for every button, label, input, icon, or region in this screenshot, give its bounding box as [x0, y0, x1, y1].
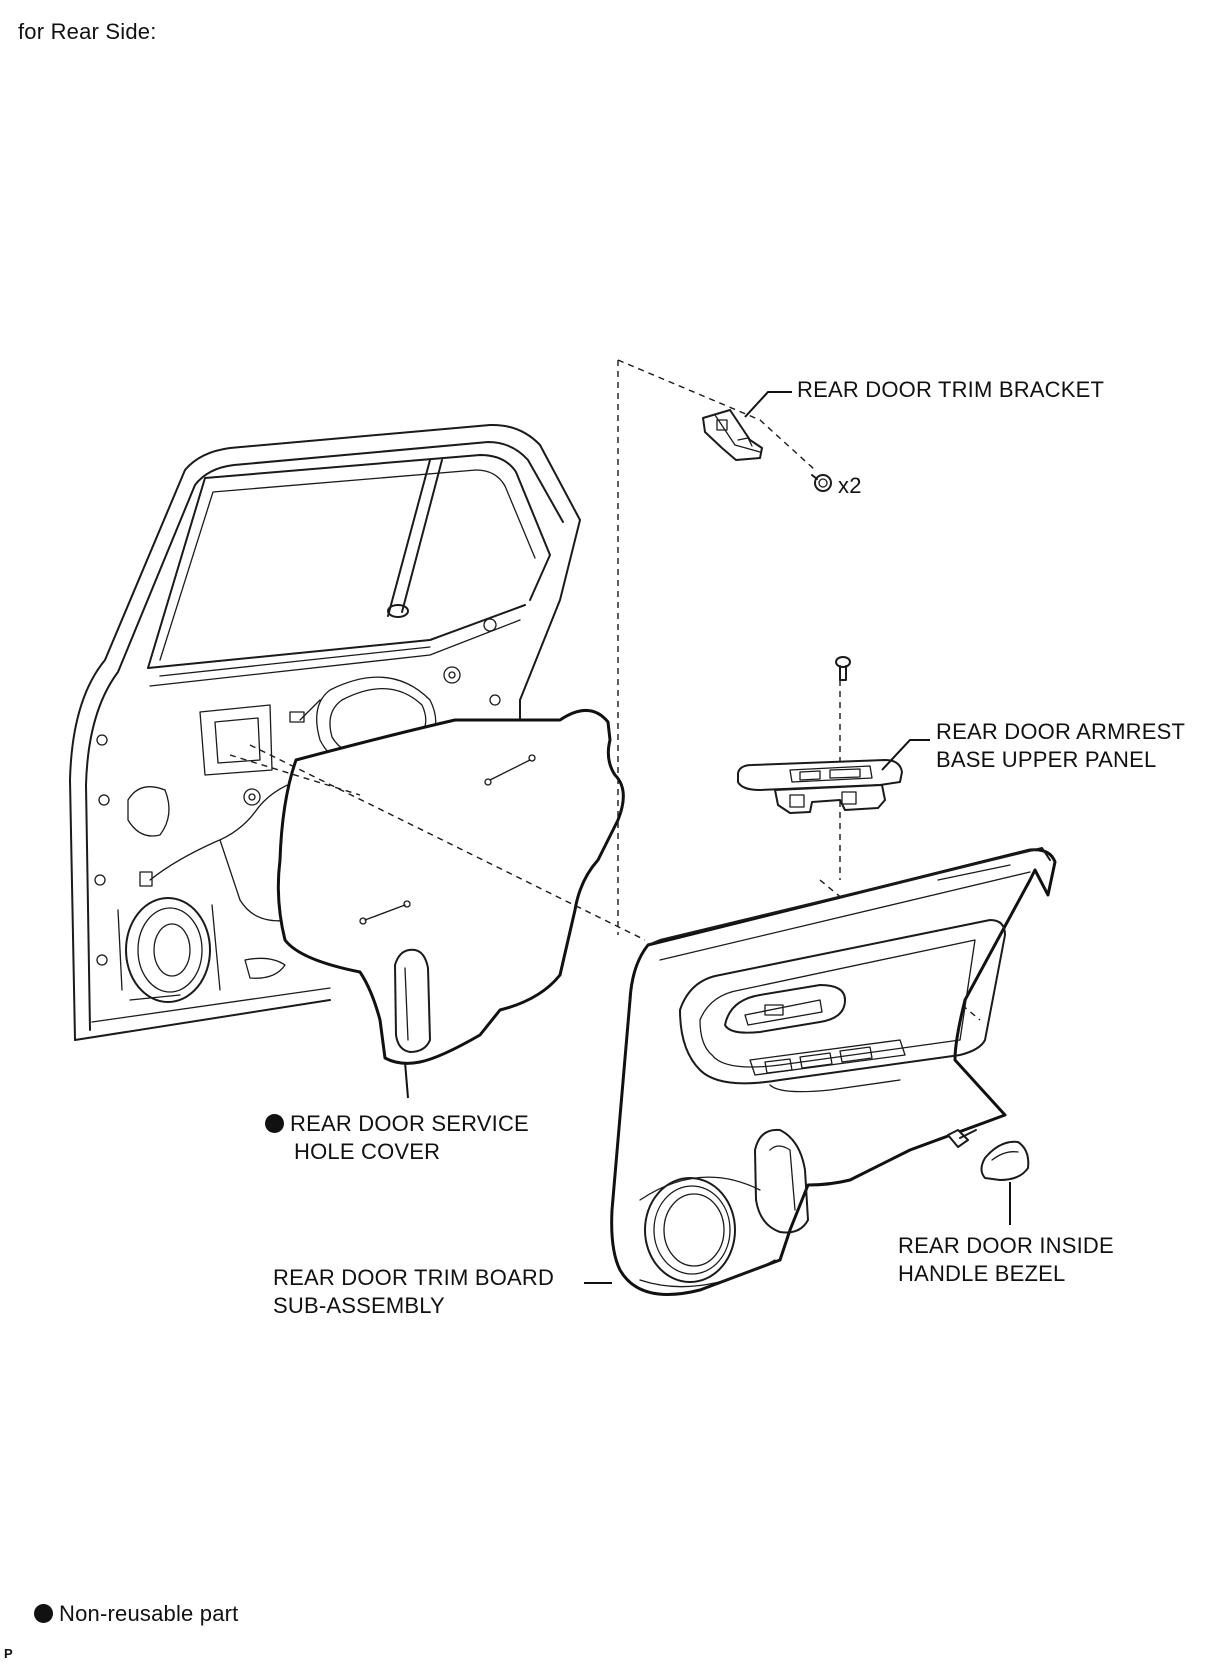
legend-non-reusable: Non-reusable part: [34, 1600, 239, 1628]
callout-trim-bracket: REAR DOOR TRIM BRACKET: [797, 377, 1105, 402]
callout-trim-board: REAR DOOR TRIM BOARD SUB-ASSEMBLY: [273, 1264, 554, 1320]
leader-lines: [404, 391, 1011, 1284]
non-reusable-dot-icon: [265, 1114, 284, 1133]
armrest-screw: [835, 656, 851, 681]
callout-armrest-panel: REAR DOOR ARMREST BASE UPPER PANEL: [936, 718, 1185, 774]
service-hole-cover: [276, 709, 625, 1065]
door-inner-panel: [69, 423, 581, 1041]
callout-armrest-line1: REAR DOOR ARMREST: [936, 719, 1186, 744]
armrest-base-upper-panel: [737, 759, 903, 814]
callout-handle-bezel-line1: REAR DOOR INSIDE: [898, 1233, 1114, 1258]
callout-handle-bezel: REAR DOOR INSIDE HANDLE BEZEL: [898, 1232, 1114, 1288]
callout-handle-bezel-line2: HANDLE BEZEL: [898, 1261, 1066, 1286]
non-reusable-dot-icon: [34, 1604, 53, 1623]
trim-board-sub-assembly: [610, 847, 1057, 1296]
callout-service-cover-line2: HOLE COVER: [294, 1139, 441, 1164]
trim-bracket: [702, 409, 763, 461]
footer-code: P: [4, 1646, 13, 1661]
callout-service-cover-line1: REAR DOOR SERVICE: [265, 1110, 529, 1138]
callout-trim-board-line2: SUB-ASSEMBLY: [273, 1293, 445, 1318]
callout-armrest-line2: BASE UPPER PANEL: [936, 747, 1157, 772]
bracket-clip: [811, 474, 832, 492]
page-caption: for Rear Side:: [18, 19, 157, 44]
callout-screw-qty: x2: [838, 473, 862, 498]
bezel-screw: [947, 1129, 977, 1148]
callout-service-cover: REAR DOOR SERVICE HOLE COVER: [265, 1110, 529, 1166]
inside-handle-bezel: [980, 1140, 1030, 1181]
callout-trim-board-line1: REAR DOOR TRIM BOARD: [273, 1265, 555, 1290]
